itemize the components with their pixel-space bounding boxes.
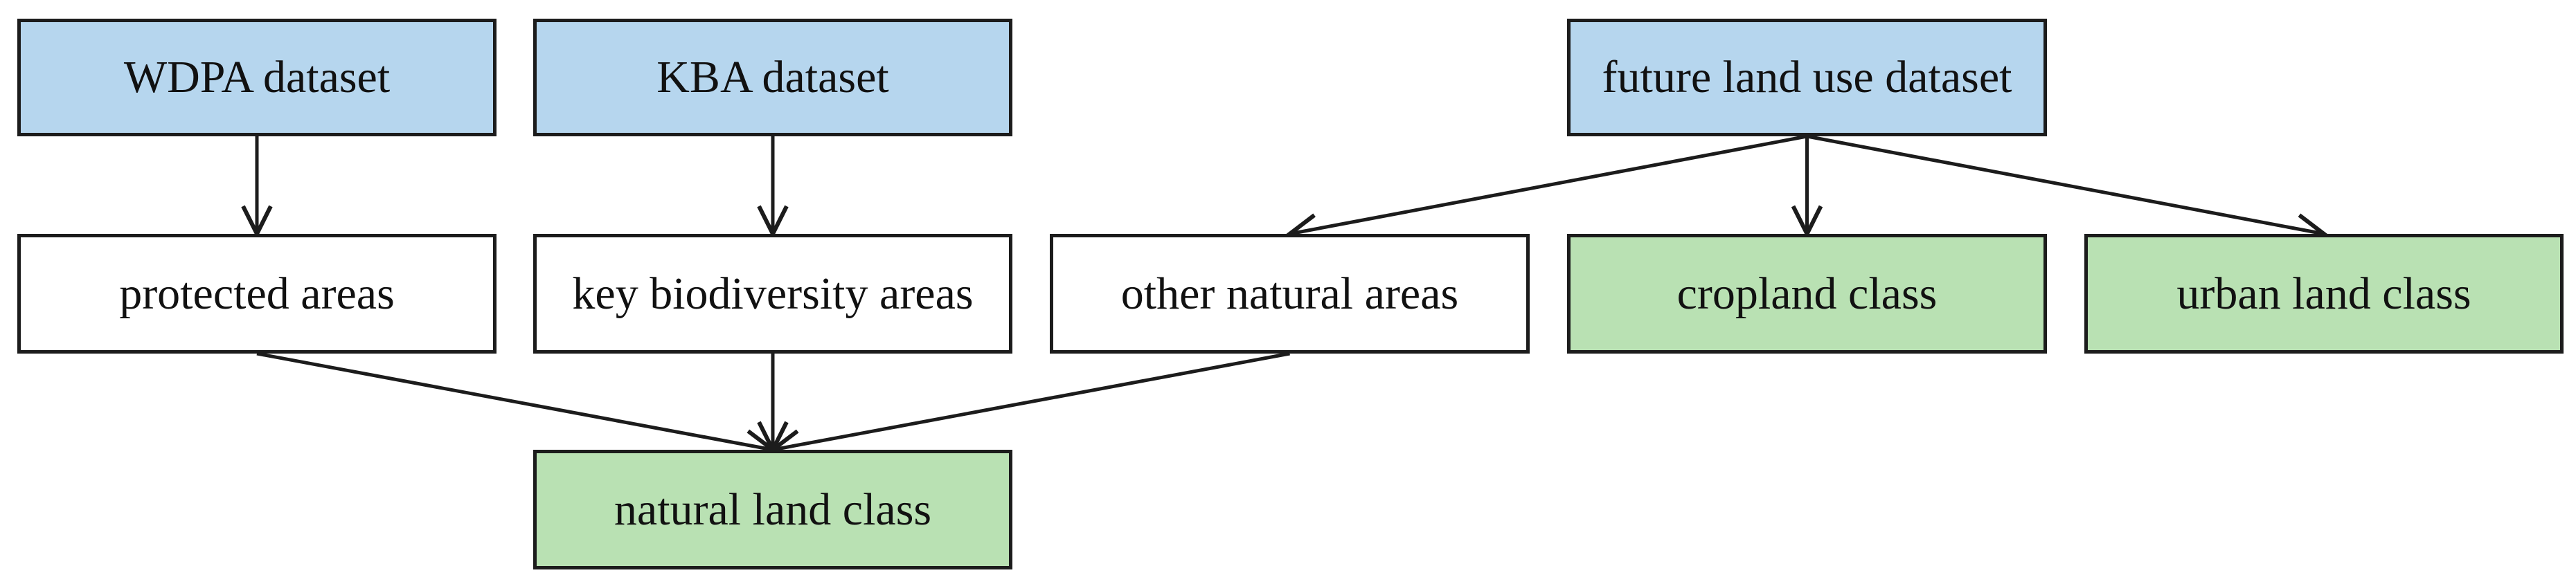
kba-dataset-label: KBA dataset bbox=[656, 52, 889, 102]
key-biodiversity-areas-box: key biodiversity areas bbox=[533, 234, 1012, 354]
cropland-class-box: cropland class bbox=[1567, 234, 2047, 354]
protected-areas-label: protected areas bbox=[119, 268, 395, 319]
kba-dataset-box: KBA dataset bbox=[533, 19, 1012, 136]
natural-land-class-box: natural land class bbox=[533, 450, 1012, 569]
urban-land-class-box: urban land class bbox=[2084, 234, 2564, 354]
cropland-class-label: cropland class bbox=[1676, 268, 1938, 319]
natural-land-class-label: natural land class bbox=[614, 484, 932, 535]
urban-land-class-label: urban land class bbox=[2176, 268, 2471, 319]
arrow-future-to-other bbox=[1290, 134, 1807, 234]
protected-areas-box: protected areas bbox=[17, 234, 497, 354]
key-biodiversity-areas-label: key biodiversity areas bbox=[572, 268, 974, 319]
other-natural-areas-box: other natural areas bbox=[1050, 234, 1530, 354]
arrow-future-to-urban bbox=[1807, 134, 2325, 234]
wdpa-dataset-label: WDPA dataset bbox=[123, 52, 391, 102]
future-land-use-dataset-box: future land use dataset bbox=[1567, 19, 2047, 136]
wdpa-dataset-box: WDPA dataset bbox=[17, 19, 497, 136]
future-land-use-dataset-label: future land use dataset bbox=[1602, 52, 2012, 102]
arrow-protected-to-natural bbox=[256, 352, 773, 450]
other-natural-areas-label: other natural areas bbox=[1120, 268, 1459, 319]
arrow-other-to-natural bbox=[773, 352, 1290, 450]
